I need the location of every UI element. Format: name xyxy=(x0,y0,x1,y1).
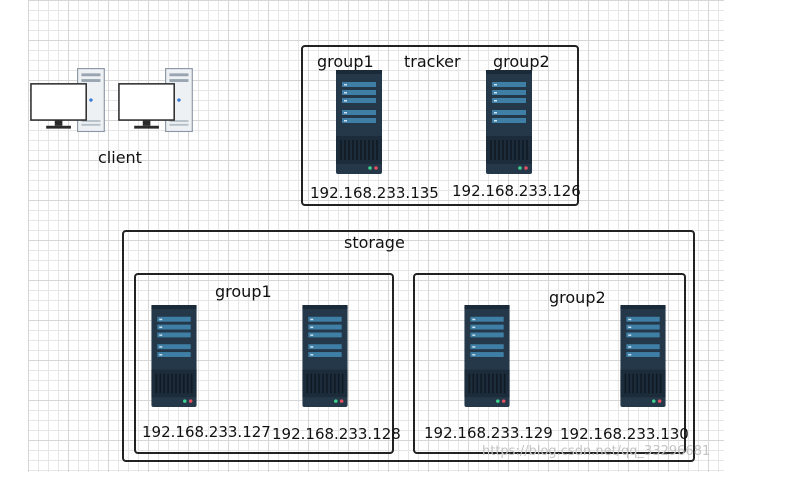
storage-group1-ip-2: 192.168.233.128 xyxy=(272,425,401,443)
storage-box xyxy=(122,230,695,462)
storage-group2-server-icon-2 xyxy=(620,305,666,407)
storage-group1-box xyxy=(134,273,394,454)
tracker-box xyxy=(301,45,579,206)
client-computer-icon-1 xyxy=(30,68,110,134)
storage-group1-server-icon-1 xyxy=(151,305,197,407)
storage-group2-server-icon-1 xyxy=(464,305,510,407)
tracker-title: tracker xyxy=(404,52,461,71)
tracker-ip-2: 192.168.233.126 xyxy=(452,182,581,200)
storage-group1-server-icon-2 xyxy=(302,305,348,407)
storage-group2-label: group2 xyxy=(549,288,606,307)
storage-group1-ip-1: 192.168.233.127 xyxy=(142,423,271,441)
tracker-server-icon-1 xyxy=(336,70,382,174)
storage-group2-box xyxy=(413,273,686,454)
storage-group2-ip-2: 192.168.233.130 xyxy=(560,425,689,443)
tracker-server-icon-2 xyxy=(486,70,532,174)
tracker-ip-1: 192.168.233.135 xyxy=(310,184,439,202)
storage-title: storage xyxy=(344,233,405,252)
storage-group2-ip-1: 192.168.233.129 xyxy=(424,424,553,442)
watermark: https://blog.csdn.net/qq_33296681 xyxy=(482,444,711,459)
tracker-group1-label: group1 xyxy=(317,52,374,71)
client-computer-icon-2 xyxy=(118,68,198,134)
client-label: client xyxy=(98,148,142,167)
tracker-group2-label: group2 xyxy=(493,52,550,71)
storage-group1-label: group1 xyxy=(215,282,272,301)
